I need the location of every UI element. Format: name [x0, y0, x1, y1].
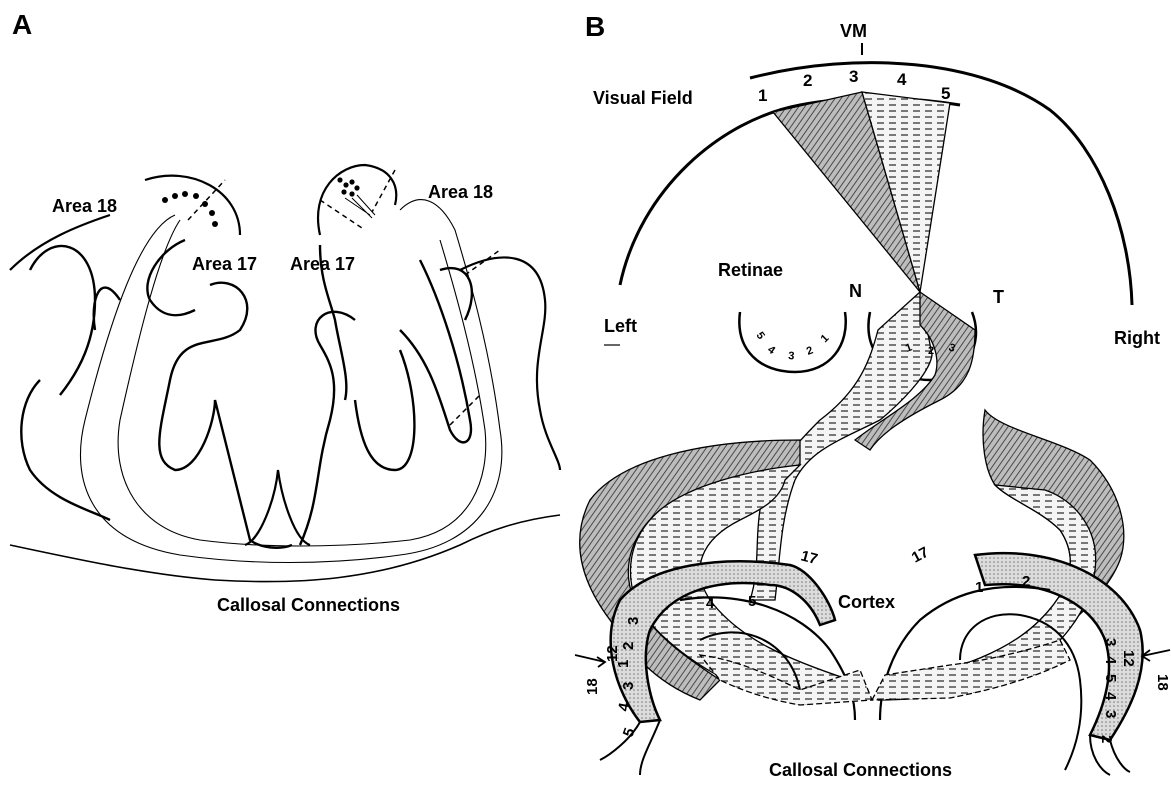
left-cortex-number: 3: [625, 617, 642, 625]
panel-b-caption: Callosal Connections: [769, 760, 952, 780]
area18-right-label: Area 18: [428, 182, 493, 202]
panel-a-caption: Callosal Connections: [217, 595, 400, 615]
field-number-5: 5: [941, 84, 950, 103]
field-number-3: 3: [849, 67, 858, 86]
area17-right-label: Area 17: [290, 254, 355, 274]
left-retina-number: 4: [765, 344, 778, 358]
right-label: Right: [1114, 328, 1160, 348]
area17-left-label: Area 17: [192, 254, 257, 274]
left-cortex-tail: [600, 720, 660, 775]
left-cortex-number: 12: [604, 645, 621, 662]
left-cortex-number: 1: [615, 660, 632, 668]
area17-right-label-b: 17: [909, 544, 932, 567]
panel-b-label: B: [585, 11, 605, 42]
left-cortex-number: 2: [620, 642, 637, 650]
right-cortex-number: 4: [1102, 692, 1119, 701]
right-cortex-number: 12: [1120, 650, 1137, 667]
vm-label: VM: [840, 21, 867, 41]
cortex-label: Cortex: [838, 592, 895, 612]
right-hemisphere-gyri: [300, 245, 472, 545]
visual-field-label: Visual Field: [593, 88, 693, 108]
left-retina-number: 2: [805, 344, 815, 357]
right-cortex-number: 5: [1102, 674, 1119, 682]
area17-left-label-b: 17: [799, 547, 820, 568]
left-label: Left: [604, 316, 637, 336]
right-retina-number: 2: [928, 345, 934, 357]
right-cortex-number: 3: [1102, 710, 1119, 718]
callosal-fibers-right: [345, 195, 375, 218]
area18-left-label-b: 18: [584, 678, 601, 695]
border-arrow-left: [575, 655, 605, 667]
right-cortex-number: 3: [1102, 638, 1119, 646]
brain-base-a: [10, 515, 560, 582]
left-retina-number: 3: [788, 350, 795, 362]
left-cortex-number: 5: [748, 593, 756, 610]
panel-a-label: A: [12, 9, 32, 40]
left-hemisphere-gyri: [21, 240, 292, 548]
right-cortex-number: 1: [975, 579, 983, 596]
panel-b: B VM V: [575, 11, 1171, 780]
retinae-label: Retinae: [718, 260, 783, 280]
left-retina-number: 1: [819, 332, 832, 345]
left-retina-numbers: 5 4 3 2 1: [754, 330, 832, 363]
border-arrow-right: [1142, 650, 1170, 661]
right-cortex-number: 4: [1102, 656, 1119, 665]
field-number-1: 1: [758, 86, 767, 105]
right-cortex-number: 2: [1098, 735, 1115, 743]
callosal-band-right: [872, 640, 1070, 700]
area-borders-a: [188, 170, 500, 425]
midline-base: [245, 470, 310, 545]
callosal-dots-right: [337, 177, 359, 196]
field-number-4: 4: [897, 70, 907, 89]
area18-right-label-b: 18: [1154, 674, 1171, 691]
field-number-2: 2: [803, 71, 812, 90]
temporal-label: T: [993, 287, 1004, 307]
left-cortex-number: 3: [620, 682, 637, 690]
panel-a: A Area 18: [10, 9, 560, 615]
left-retina-number: 5: [754, 330, 767, 342]
area18-left-label: Area 18: [52, 196, 117, 216]
right-cortex-number: 2: [1022, 573, 1030, 590]
nasal-label: N: [849, 281, 862, 301]
left-cortex-number: 4: [706, 595, 715, 612]
